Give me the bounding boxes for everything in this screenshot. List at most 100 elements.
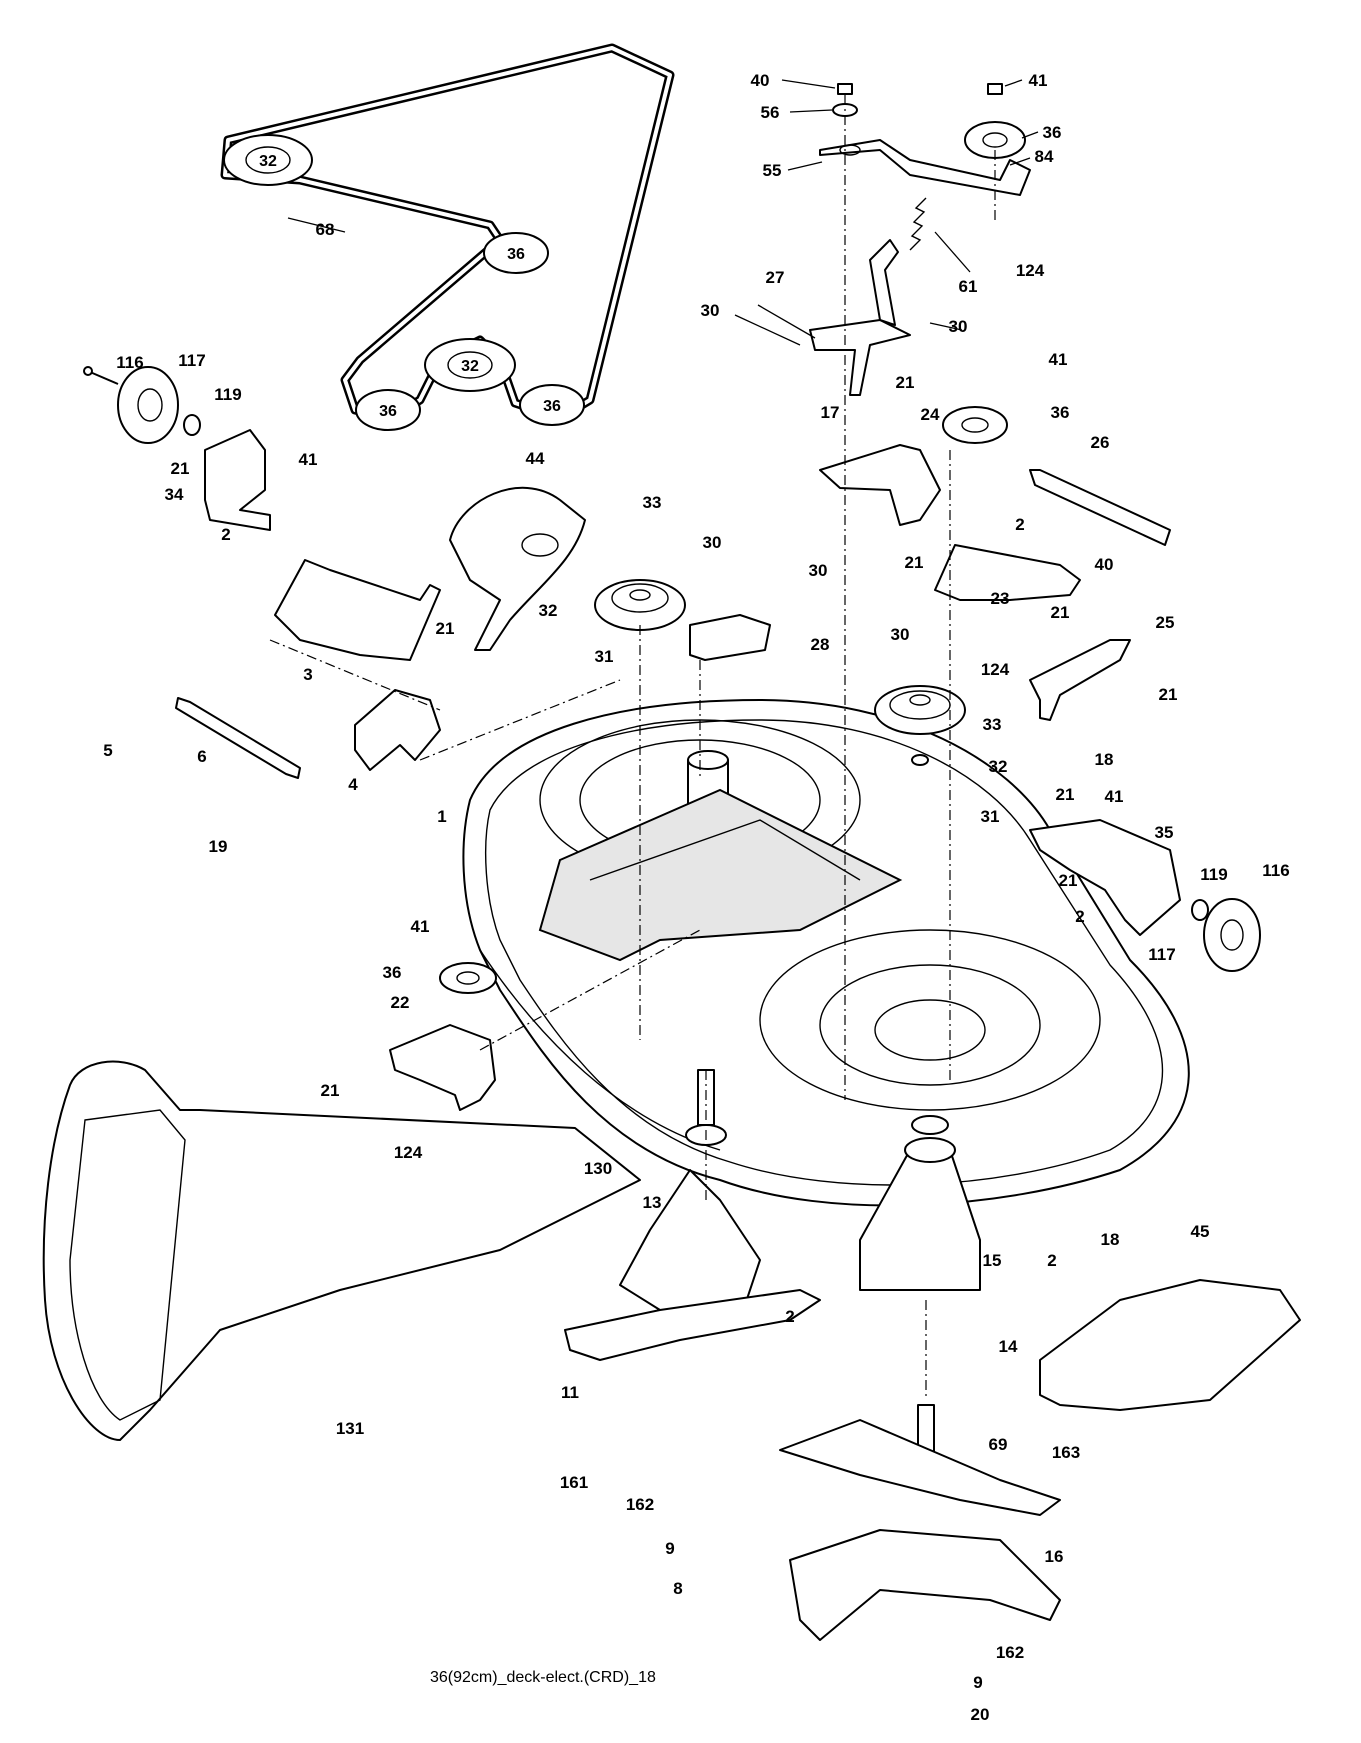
- callout-41-top: 41: [1029, 71, 1048, 90]
- pulley-36-mid: [942, 406, 1008, 444]
- callout-23: 23: [991, 589, 1010, 608]
- callout-21-far-right: 21: [1159, 685, 1178, 704]
- callout-18-right: 18: [1095, 750, 1114, 769]
- callout-34: 34: [165, 485, 184, 504]
- callout-162-right: 162: [996, 1643, 1024, 1662]
- callout-21-lower-left: 21: [436, 619, 455, 638]
- callout-2-lower-center: 2: [785, 1307, 794, 1326]
- belt-label-36-bottom: 36: [543, 398, 561, 415]
- gauge-wheel-117-right: [1203, 898, 1261, 972]
- callout-21-right: 21: [1051, 603, 1070, 622]
- callouts: 40 41 56 36 84 55 124 61 30 27 30 41 21 …: [103, 71, 1289, 1724]
- callout-30-upper-right: 30: [949, 317, 968, 336]
- callout-22: 22: [391, 993, 410, 1012]
- callout-61: 61: [959, 277, 978, 296]
- mower-deck: [462, 699, 1190, 1207]
- discharge-chute-131: [42, 1060, 641, 1441]
- callout-8: 8: [673, 1579, 682, 1598]
- callout-33-left: 33: [643, 493, 662, 512]
- callout-68: 68: [316, 220, 335, 239]
- nut-41-top: [987, 83, 1003, 95]
- callout-21-right-lower: 21: [1059, 871, 1078, 890]
- washer-119-right: [1191, 899, 1209, 921]
- callout-124-mid: 124: [981, 660, 1010, 679]
- belt-pulley-36-right: 36: [483, 232, 549, 274]
- belt-pulley-32-center: 32: [424, 338, 516, 392]
- callout-11: 11: [561, 1383, 579, 1402]
- bracket-35: [1029, 819, 1181, 936]
- plate-23: [934, 544, 1081, 601]
- callout-5: 5: [103, 741, 112, 760]
- callout-40-top: 40: [751, 71, 770, 90]
- callout-9-left: 9: [665, 1539, 674, 1558]
- callout-2-left: 2: [221, 525, 230, 544]
- callout-55: 55: [763, 161, 782, 180]
- callout-119-right: 119: [1200, 865, 1227, 884]
- callout-161: 161: [560, 1473, 588, 1492]
- belt-pulley-36-left: 36: [355, 389, 421, 431]
- callout-130: 130: [584, 1159, 612, 1178]
- callout-124-lower: 124: [394, 1143, 423, 1162]
- callout-40-right: 40: [1095, 555, 1114, 574]
- callout-1: 1: [437, 807, 446, 826]
- pulley-36-lower: [439, 962, 497, 994]
- callout-45: 45: [1191, 1222, 1210, 1241]
- callout-2-right-lower: 2: [1075, 907, 1084, 926]
- callout-18-lower: 18: [1101, 1230, 1120, 1249]
- blade-16: [789, 1529, 1061, 1641]
- callout-30-left: 30: [703, 533, 722, 552]
- callout-14: 14: [999, 1337, 1018, 1356]
- bracket-27: [809, 239, 911, 396]
- spring-61: [909, 197, 927, 251]
- belt-label-32-center: 32: [461, 358, 479, 375]
- callout-31-right: 31: [981, 807, 1000, 826]
- diagram-caption: 36(92cm)_deck-elect.(CRD)_18: [430, 1669, 656, 1686]
- gauge-wheel-117-left: [117, 366, 179, 444]
- cover-44: [449, 486, 586, 651]
- blade-cover-45: [1039, 1279, 1301, 1411]
- callout-25: 25: [1156, 613, 1175, 632]
- callout-21-center: 21: [905, 553, 924, 572]
- callout-19: 19: [209, 837, 228, 856]
- blade-163: [779, 1419, 1061, 1516]
- washer-119-left: [183, 414, 201, 436]
- callout-16: 16: [1045, 1547, 1064, 1566]
- callout-131: 131: [336, 1419, 364, 1438]
- callout-30-mid: 30: [891, 625, 910, 644]
- blade-161: [564, 1289, 821, 1361]
- callout-41-left: 41: [299, 450, 318, 469]
- callout-2-lower-right: 2: [1047, 1251, 1056, 1270]
- bracket-26: [1029, 469, 1171, 546]
- belt-label-36-right: 36: [507, 246, 525, 263]
- callout-20: 20: [971, 1705, 990, 1724]
- callout-36-upper: 36: [1043, 123, 1062, 142]
- link-6: [175, 697, 301, 779]
- drive-belt: [220, 43, 675, 423]
- callout-84: 84: [1035, 147, 1054, 166]
- belt-label-36-left: 36: [379, 403, 397, 420]
- callout-41-lower: 41: [411, 917, 430, 936]
- callout-9-right: 9: [973, 1673, 982, 1692]
- callout-32-left: 32: [539, 601, 558, 620]
- callout-56: 56: [761, 103, 780, 122]
- bracket-4: [354, 689, 441, 771]
- callout-15: 15: [983, 1251, 1002, 1270]
- belt-label-32-top: 32: [259, 153, 277, 170]
- callout-3: 3: [303, 665, 312, 684]
- callout-35: 35: [1155, 823, 1174, 842]
- callout-6: 6: [197, 747, 206, 766]
- callout-13: 13: [643, 1193, 662, 1212]
- callout-30-upper-left: 30: [701, 301, 720, 320]
- belt-pulley-36-bottom: 36: [519, 384, 585, 426]
- nut-40-top: [837, 83, 853, 95]
- pulley-33-32-right: [874, 685, 966, 766]
- bracket-34: [204, 429, 271, 531]
- pulley-32-left: [594, 579, 686, 631]
- shield-3: [274, 559, 441, 661]
- callout-30-center: 30: [809, 561, 828, 580]
- callout-41-right: 41: [1105, 787, 1124, 806]
- callout-36-lower: 36: [383, 963, 402, 982]
- callout-21-left: 21: [171, 459, 190, 478]
- callout-24: 24: [921, 405, 940, 424]
